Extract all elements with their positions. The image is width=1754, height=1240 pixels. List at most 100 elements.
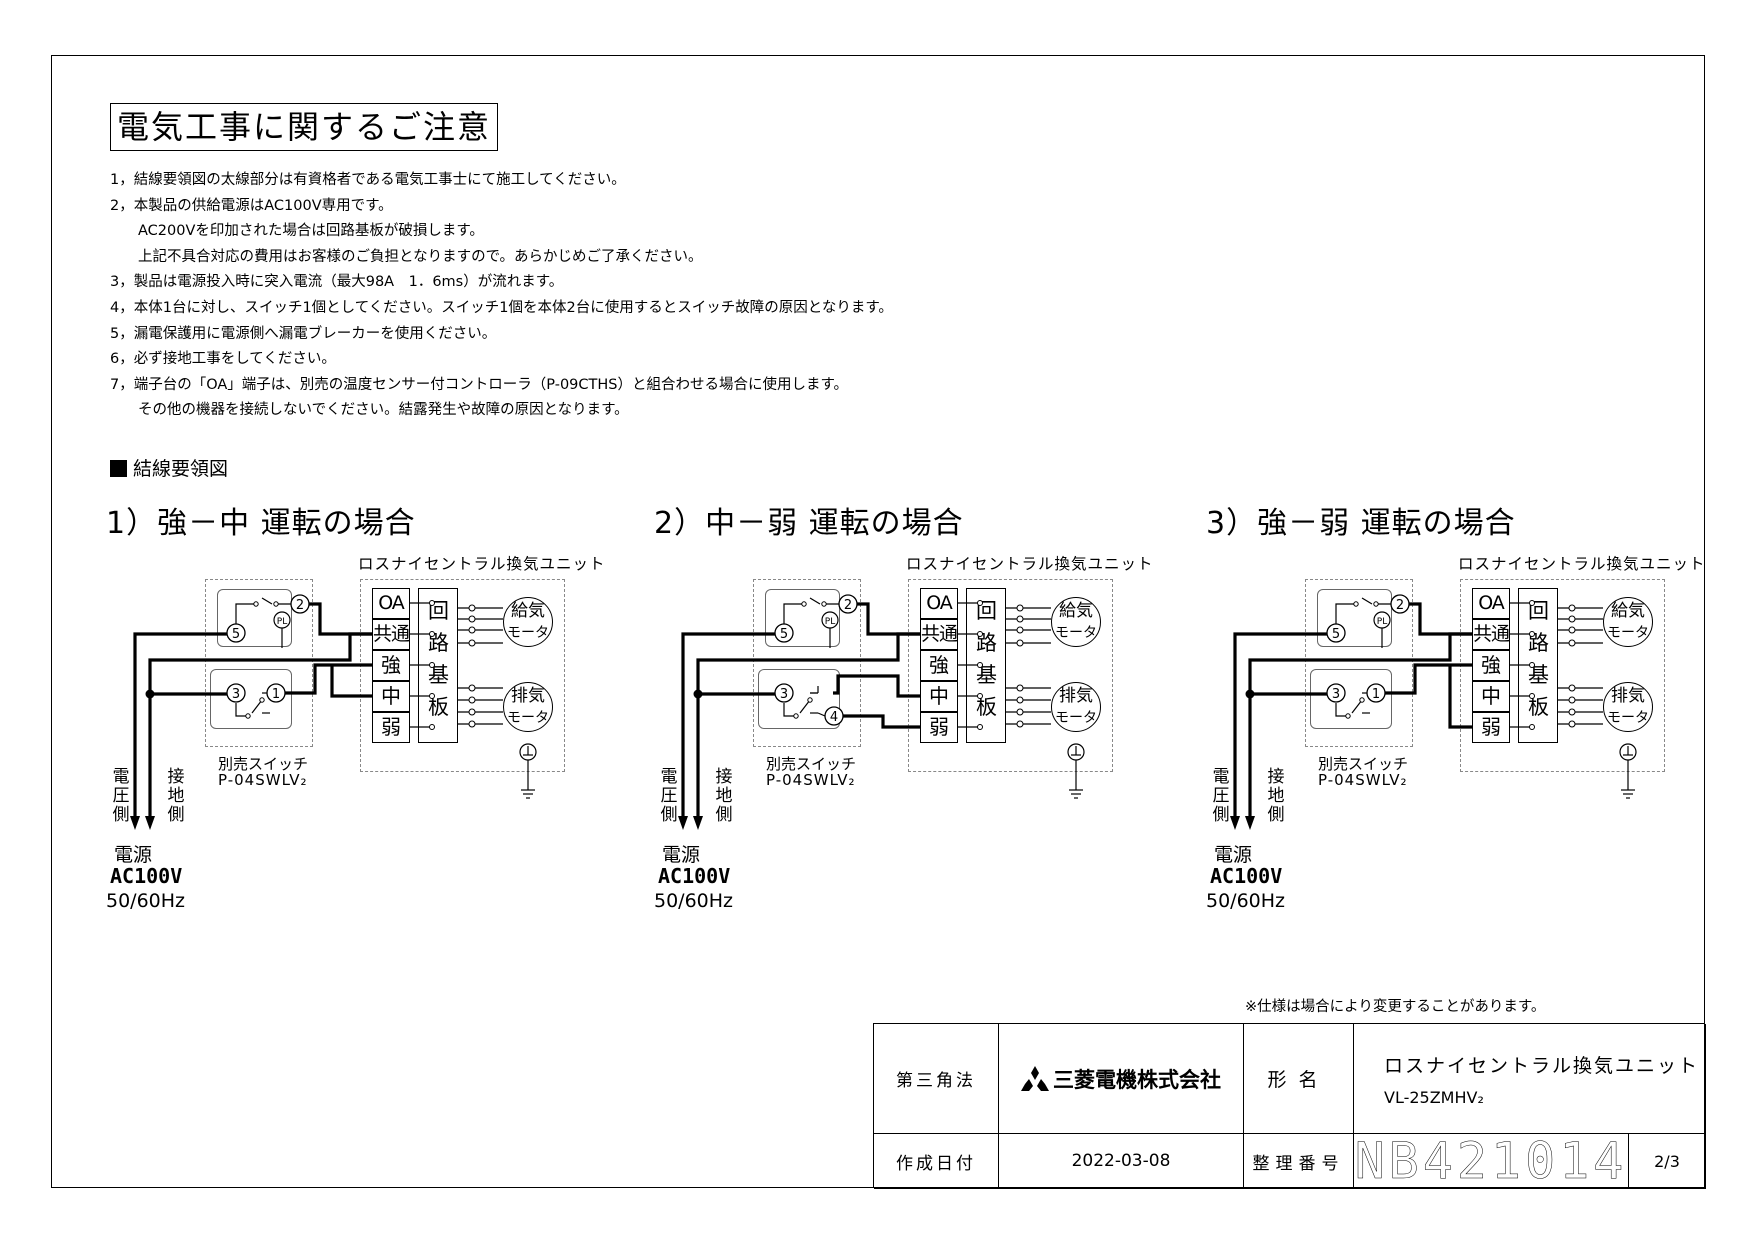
supply-motor-label-2: モータ bbox=[1607, 625, 1649, 641]
terminal-2-icon-label: 2 bbox=[296, 598, 304, 613]
date-label-cell: 作成日付 bbox=[874, 1134, 999, 1189]
unit-enclosure bbox=[1460, 579, 1665, 772]
company-name: 三菱電機株式会社 bbox=[1053, 1067, 1221, 1092]
terminal-0: OA bbox=[1472, 588, 1510, 619]
switch-upper-box bbox=[1317, 589, 1392, 647]
terminal-3: 中 bbox=[920, 681, 958, 712]
switch-enclosure bbox=[1305, 579, 1413, 747]
power-voltage: AC100V bbox=[1210, 864, 1283, 888]
note-item: 1，結線要領図の太線部分は有資格者である電気工事士にて施工してください。 bbox=[110, 172, 626, 188]
spec-note: ※仕様は場合により変更することがあります。 bbox=[1245, 999, 1546, 1015]
power-voltage: AC100V bbox=[110, 864, 183, 888]
board-char: 路 bbox=[1528, 631, 1549, 655]
terminal-1: 共通 bbox=[1472, 619, 1510, 650]
terminal-right-icon-label: 1 bbox=[272, 687, 280, 702]
board-char: 回 bbox=[1528, 599, 1549, 623]
company-cell: 三菱電機株式会社 bbox=[999, 1024, 1244, 1134]
unit-enclosure bbox=[908, 579, 1113, 772]
exhaust-motor-label-1: 排気 bbox=[1611, 686, 1645, 706]
power-label: 電源 bbox=[114, 844, 153, 866]
pilot-lamp-icon bbox=[273, 611, 291, 629]
arrow-down-icon bbox=[693, 816, 703, 830]
switch-label: 別売スイッチ bbox=[1318, 755, 1409, 773]
terminal-2: 強 bbox=[1472, 650, 1510, 681]
title-block: 第三角法 三菱電機株式会社 形名 ロスナイセントラル換気ユニット VL-25ZM… bbox=[873, 1023, 1706, 1190]
notes-list: 1，結線要領図の太線部分は有資格者である電気工事士にて施工してください。2，本製… bbox=[110, 168, 893, 424]
drawing-frame bbox=[51, 55, 1705, 1188]
ground-side-label: 接地側 bbox=[1267, 767, 1285, 825]
unit-name: ロスナイセントラル換気ユニット bbox=[1458, 555, 1706, 573]
terminal-3-icon-label: 3 bbox=[1332, 687, 1340, 702]
date-cell: 2022-03-08 bbox=[999, 1134, 1244, 1189]
product-name: ロスナイセントラル換気ユニット bbox=[1384, 1054, 1700, 1077]
arrow-down-icon bbox=[145, 816, 155, 830]
switch-lower-box bbox=[210, 669, 292, 729]
pilot-lamp-icon bbox=[821, 611, 839, 629]
voltage-side-label: 電圧側 bbox=[1212, 767, 1230, 825]
supply-motor-label-2: モータ bbox=[507, 625, 549, 641]
square-bullet-icon bbox=[110, 460, 127, 477]
supply-motor-label-1: 給気 bbox=[1059, 601, 1093, 621]
board-char: 路 bbox=[976, 631, 997, 655]
section-title: 結線要領図 bbox=[110, 454, 228, 481]
terminal-3-icon-label: 3 bbox=[232, 687, 240, 702]
terminal-right-icon-label: 1 bbox=[1372, 687, 1380, 702]
terminal-1: 共通 bbox=[920, 619, 958, 650]
switch-enclosure bbox=[753, 579, 861, 747]
switch-upper-box bbox=[217, 589, 292, 647]
supply-motor-label-1: 給気 bbox=[511, 601, 545, 621]
terminal-2-icon-label: 2 bbox=[844, 598, 852, 613]
board-char: 路 bbox=[428, 631, 449, 655]
mitsubishi-logo-icon bbox=[1021, 1065, 1049, 1091]
terminal-right-icon-label: 4 bbox=[830, 710, 838, 725]
terminal-2: 強 bbox=[920, 650, 958, 681]
power-label: 電源 bbox=[662, 844, 701, 866]
projection-cell: 第三角法 bbox=[874, 1024, 999, 1134]
terminal-1: 共通 bbox=[372, 619, 410, 650]
page-title: 電気工事に関するご注意 bbox=[110, 103, 499, 151]
exhaust-motor-icon bbox=[503, 682, 553, 732]
arrow-down-icon bbox=[678, 816, 688, 830]
terminal-4: 弱 bbox=[372, 712, 410, 743]
exhaust-motor-label-2: モータ bbox=[1607, 710, 1649, 726]
terminal-0: OA bbox=[372, 588, 410, 619]
terminal-5-icon-label: 5 bbox=[232, 627, 240, 642]
board-char: 回 bbox=[976, 599, 997, 623]
terminal-3: 中 bbox=[1472, 681, 1510, 712]
terminal-5-icon-label: 5 bbox=[1332, 627, 1340, 642]
exhaust-motor-icon bbox=[1603, 682, 1653, 732]
board-char: 基 bbox=[1528, 663, 1549, 687]
ground-side-label: 接地側 bbox=[167, 767, 185, 825]
exhaust-motor-label-2: モータ bbox=[1055, 710, 1097, 726]
board-char: 基 bbox=[976, 663, 997, 687]
section-title-text: 結線要領図 bbox=[133, 458, 229, 480]
switch-lower-box bbox=[758, 669, 840, 729]
note-item: 上記不具合対応の費用はお客様のご負担となりますので。あらかじめご了承ください。 bbox=[138, 248, 703, 265]
pilot-lamp-label: PL bbox=[1377, 617, 1387, 627]
supply-motor-icon bbox=[1603, 597, 1653, 647]
power-frequency: 50/60Hz bbox=[1206, 890, 1286, 912]
power-frequency: 50/60Hz bbox=[654, 890, 734, 912]
supply-motor-icon bbox=[503, 597, 553, 647]
ground-side-label: 接地側 bbox=[715, 767, 733, 825]
model-number: VL-25ZMHV₂ bbox=[1384, 1087, 1484, 1107]
terminal-5-icon-label: 5 bbox=[780, 627, 788, 642]
document-number-cell: NB421014 bbox=[1354, 1132, 1629, 1190]
terminal-4: 弱 bbox=[920, 712, 958, 743]
power-voltage: AC100V bbox=[658, 864, 731, 888]
switch-label: 別売スイッチ bbox=[218, 755, 309, 773]
note-item: 5，漏電保護用に電源側へ漏電ブレーカーを使用ください。 bbox=[110, 325, 497, 342]
board-char: 板 bbox=[976, 695, 997, 719]
board-char: 回 bbox=[428, 599, 449, 623]
pilot-lamp-icon bbox=[1373, 611, 1391, 629]
terminal-3-icon-label: 3 bbox=[780, 687, 788, 702]
model-label-cell: 形名 bbox=[1244, 1024, 1354, 1134]
switch-model: P-04SWLV₂ bbox=[218, 771, 308, 789]
exhaust-motor-label-1: 排気 bbox=[511, 686, 545, 706]
arrow-down-icon bbox=[1245, 816, 1255, 830]
power-label: 電源 bbox=[1214, 844, 1253, 866]
